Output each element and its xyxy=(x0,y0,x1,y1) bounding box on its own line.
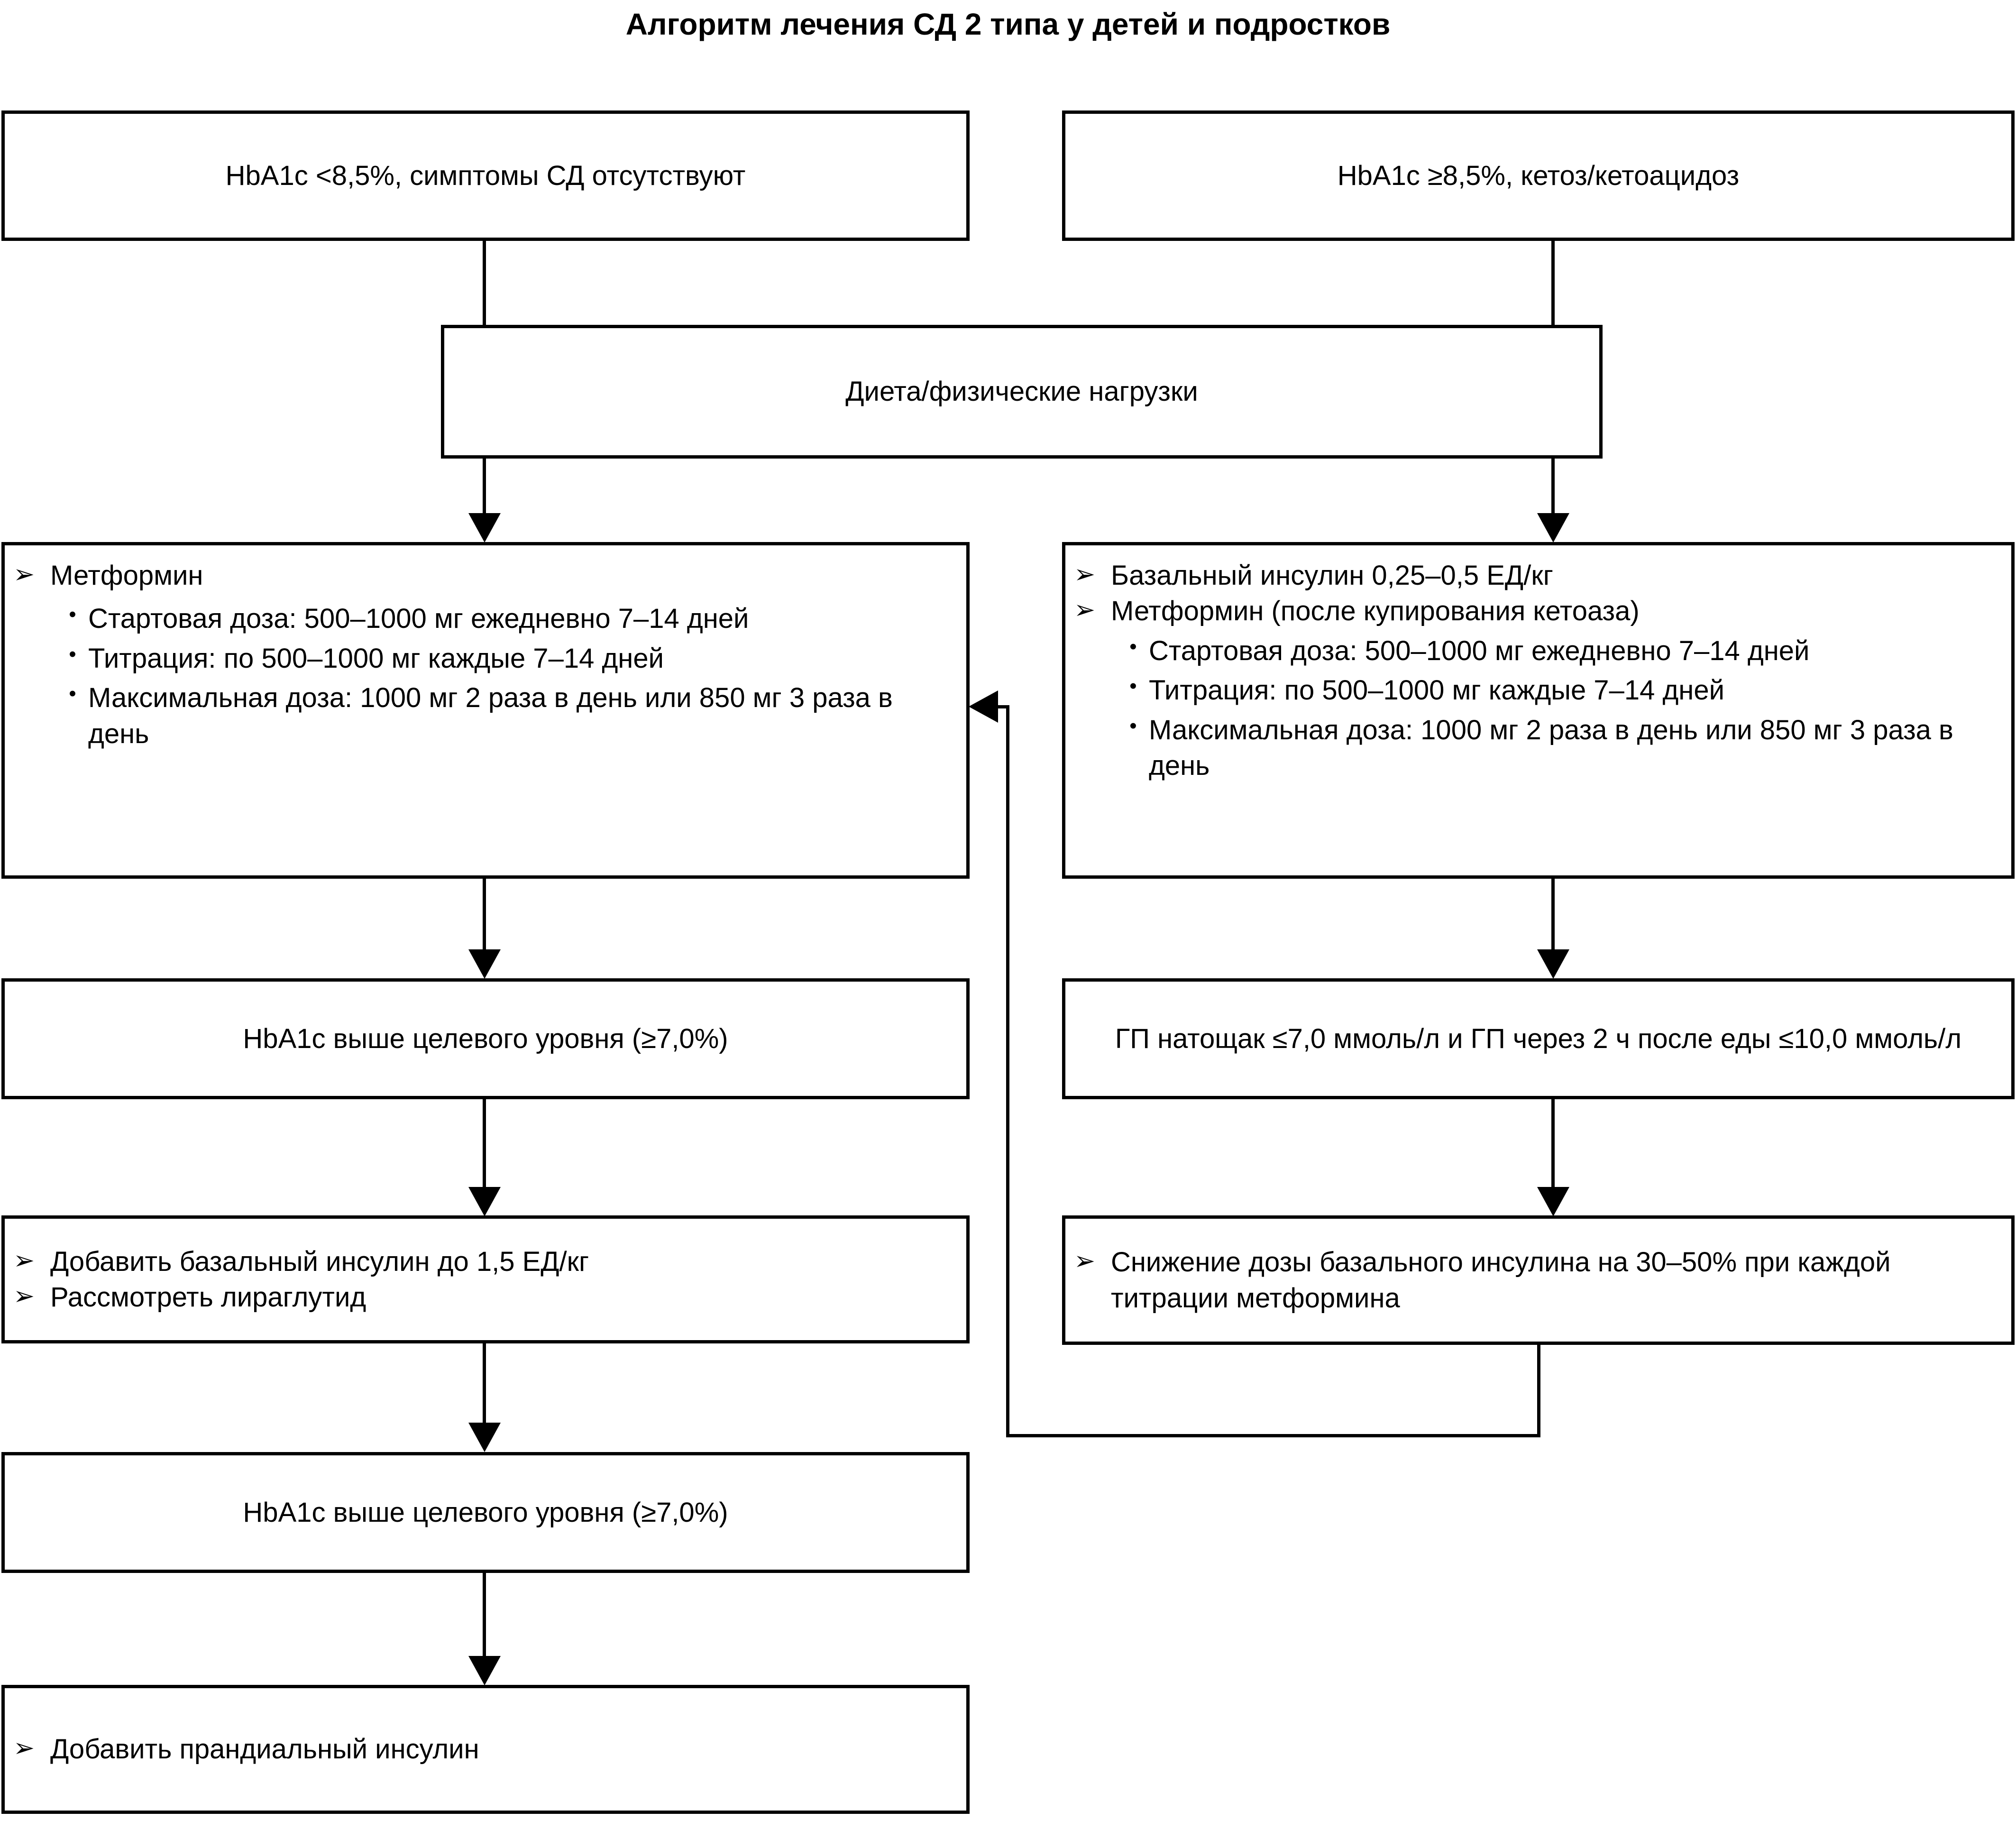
dot-bullet-icon: • xyxy=(69,603,76,626)
node-left-hba1c-1[interactable]: HbA1c выше целевого уровня (≥7,0%) xyxy=(1,978,970,1099)
spacer xyxy=(13,593,954,601)
node-right-targets-text: ГП натощак ≤7,0 ммоль/л и ГП через 2 ч п… xyxy=(1115,1023,1962,1054)
list-item-label: Базальный инсулин 0,25–0,5 ЕД/кг xyxy=(1111,560,1553,591)
spacer xyxy=(13,637,954,641)
connector-feedback-segment-into-box xyxy=(998,705,1009,708)
node-right-reduce-dose[interactable]: ➢ Снижение дозы базального инсулина на 3… xyxy=(1062,1215,2015,1345)
connector-feedback-segment-up xyxy=(1006,705,1009,1437)
chevron-bullet-icon: ➢ xyxy=(13,560,35,588)
connector-right-entry-to-lifestyle xyxy=(1551,241,1555,326)
chevron-bullet-icon: ➢ xyxy=(1074,596,1096,625)
list-item-label: Стартовая доза: 500–1000 мг ежедневно 7–… xyxy=(1149,635,1810,666)
list-item: • Максимальная доза: 1000 мг 2 раза в де… xyxy=(1118,712,1999,784)
node-lifestyle-text: Диета/физические нагрузки xyxy=(845,376,1198,407)
arrowhead-left-icon xyxy=(969,690,998,723)
connector-lifestyle-to-right-insulin xyxy=(1551,459,1555,515)
connector-left-add-basal-to-hba1c-2 xyxy=(483,1343,486,1424)
arrowhead-down-icon xyxy=(1537,1187,1569,1216)
connector-right-insulin-to-targets xyxy=(1551,879,1555,951)
list-item: • Титрация: по 500–1000 мг каждые 7–14 д… xyxy=(57,641,954,676)
list-item: ➢ Добавить базальный инсулин до 1,5 ЕД/к… xyxy=(13,1244,954,1279)
list-item: • Стартовая доза: 500–1000 мг ежедневно … xyxy=(1118,633,1999,669)
node-left-entry[interactable]: HbA1c <8,5%, симптомы СД отсутствуют xyxy=(1,110,970,241)
list-item-label: Добавить прандиальный инсулин xyxy=(50,1734,479,1765)
node-left-hba1c-2-text: HbA1c выше целевого уровня (≥7,0%) xyxy=(243,1497,728,1528)
list-item-label: Максимальная доза: 1000 мг 2 раза в день… xyxy=(88,682,893,749)
list-item: ➢ Метформин xyxy=(13,558,954,593)
list-item: ➢ Добавить прандиальный инсулин xyxy=(13,1731,954,1767)
list-item: ➢ Рассмотреть лираглутид xyxy=(13,1279,954,1315)
list-item-label: Метформин (после купирования кетоаза) xyxy=(1111,596,1640,627)
connector-left-metformin-to-hba1c-1 xyxy=(483,879,486,951)
node-left-prandial[interactable]: ➢ Добавить прандиальный инсулин xyxy=(1,1685,970,1814)
node-right-entry[interactable]: HbA1c ≥8,5%, кетоз/кетоацидоз xyxy=(1062,110,2015,241)
arrowhead-down-icon xyxy=(468,513,501,542)
list-item-label: Титрация: по 500–1000 мг каждые 7–14 дне… xyxy=(88,643,664,674)
node-right-targets[interactable]: ГП натощак ≤7,0 ммоль/л и ГП через 2 ч п… xyxy=(1062,978,2015,1099)
list-item: • Титрация: по 500–1000 мг каждые 7–14 д… xyxy=(1118,672,1999,708)
chevron-bullet-icon: ➢ xyxy=(13,1734,35,1763)
dot-bullet-icon: • xyxy=(69,642,76,666)
node-left-metformin[interactable]: ➢ Метформин • Стартовая доза: 500–1000 м… xyxy=(1,542,970,879)
node-left-add-basal[interactable]: ➢ Добавить базальный инсулин до 1,5 ЕД/к… xyxy=(1,1215,970,1343)
list-item-label: Титрация: по 500–1000 мг каждые 7–14 дне… xyxy=(1149,675,1724,706)
list-item: ➢ Метформин (после купирования кетоаза) xyxy=(1074,593,1999,629)
node-right-entry-text: HbA1c ≥8,5%, кетоз/кетоацидоз xyxy=(1337,160,1740,191)
connector-feedback-segment-left xyxy=(1006,1434,1540,1437)
list-item: • Стартовая доза: 500–1000 мг ежедневно … xyxy=(57,601,954,636)
spacer xyxy=(1074,669,1999,672)
list-item-label: Стартовая доза: 500–1000 мг ежедневно 7–… xyxy=(88,603,749,634)
connector-left-entry-to-lifestyle xyxy=(483,241,486,326)
dot-bullet-icon: • xyxy=(1129,674,1137,698)
spacer xyxy=(1074,629,1999,633)
node-left-hba1c-1-text: HbA1c выше целевого уровня (≥7,0%) xyxy=(243,1023,728,1054)
spacer xyxy=(13,676,954,680)
list-item-label: Максимальная доза: 1000 мг 2 раза в день… xyxy=(1149,714,1953,781)
arrowhead-down-icon xyxy=(468,1656,501,1685)
list-item-label: Метформин xyxy=(50,560,203,591)
chevron-bullet-icon: ➢ xyxy=(1074,560,1096,588)
connector-lifestyle-to-left-metformin xyxy=(483,459,486,515)
connector-left-hba1c-2-to-prandial xyxy=(483,1573,486,1657)
node-left-entry-text: HbA1c <8,5%, симптомы СД отсутствуют xyxy=(225,160,746,191)
chevron-bullet-icon: ➢ xyxy=(13,1246,35,1275)
dot-bullet-icon: • xyxy=(69,682,76,706)
node-lifestyle[interactable]: Диета/физические нагрузки xyxy=(441,325,1603,459)
chevron-bullet-icon: ➢ xyxy=(1074,1247,1096,1276)
arrowhead-down-icon xyxy=(468,1187,501,1216)
list-item: ➢ Базальный инсулин 0,25–0,5 ЕД/кг xyxy=(1074,558,1999,593)
list-item: ➢ Снижение дозы базального инсулина на 3… xyxy=(1074,1244,1999,1316)
list-item-label: Рассмотреть лираглутид xyxy=(50,1282,367,1313)
node-right-insulin-metformin[interactable]: ➢ Базальный инсулин 0,25–0,5 ЕД/кг ➢ Мет… xyxy=(1062,542,2015,879)
list-item-label: Добавить базальный инсулин до 1,5 ЕД/кг xyxy=(50,1246,589,1277)
dot-bullet-icon: • xyxy=(1129,714,1137,737)
page-title: Алгоритм лечения СД 2 типа у детей и под… xyxy=(625,7,1391,41)
dot-bullet-icon: • xyxy=(1129,634,1137,658)
arrowhead-down-icon xyxy=(1537,949,1569,979)
list-item-label: Снижение дозы базального инсулина на 30–… xyxy=(1111,1247,1891,1314)
connector-feedback-segment-down xyxy=(1537,1345,1540,1437)
connector-right-targets-to-reduce-dose xyxy=(1551,1099,1555,1188)
connector-left-hba1c-1-to-add-basal xyxy=(483,1099,486,1188)
arrowhead-down-icon xyxy=(468,949,501,979)
node-left-hba1c-2[interactable]: HbA1c выше целевого уровня (≥7,0%) xyxy=(1,1452,970,1573)
chevron-bullet-icon: ➢ xyxy=(13,1282,35,1310)
arrowhead-down-icon xyxy=(468,1423,501,1452)
list-item: • Максимальная доза: 1000 мг 2 раза в де… xyxy=(57,680,954,752)
arrowhead-down-icon xyxy=(1537,513,1569,542)
spacer xyxy=(1074,708,1999,712)
